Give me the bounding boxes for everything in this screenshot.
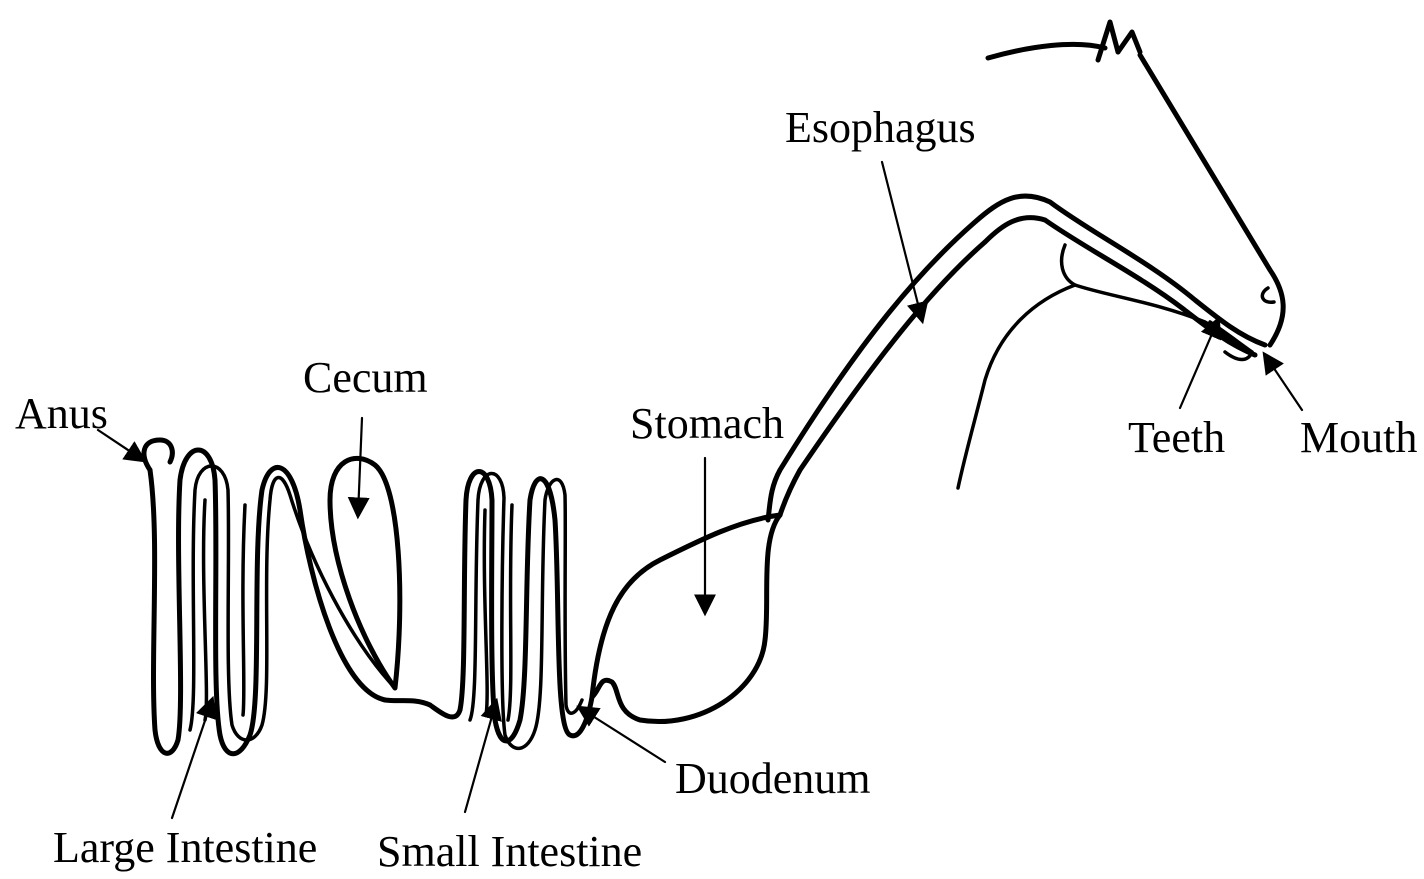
teeth-label: Teeth [1128, 413, 1225, 462]
teeth-pointer [1180, 320, 1218, 408]
large-intestine-label: Large Intestine [53, 823, 317, 872]
mouth-pointer [1265, 355, 1302, 410]
cecum-label: Cecum [303, 353, 428, 402]
esophagus-label: Esophagus [785, 103, 976, 152]
mouth-label: Mouth [1300, 413, 1417, 462]
diagram-labels: Esophagus Cecum Anus Stomach Teeth Mouth… [15, 103, 1417, 876]
small-intestine-label: Small Intestine [377, 827, 642, 876]
duodenum-label: Duodenum [675, 754, 871, 803]
cecum-pointer [358, 418, 362, 515]
duodenum-pointer [580, 708, 665, 762]
anus-label: Anus [15, 389, 108, 438]
pointer-lines [98, 162, 1302, 818]
horse-head-outline [958, 22, 1283, 488]
stomach-label: Stomach [630, 399, 784, 448]
